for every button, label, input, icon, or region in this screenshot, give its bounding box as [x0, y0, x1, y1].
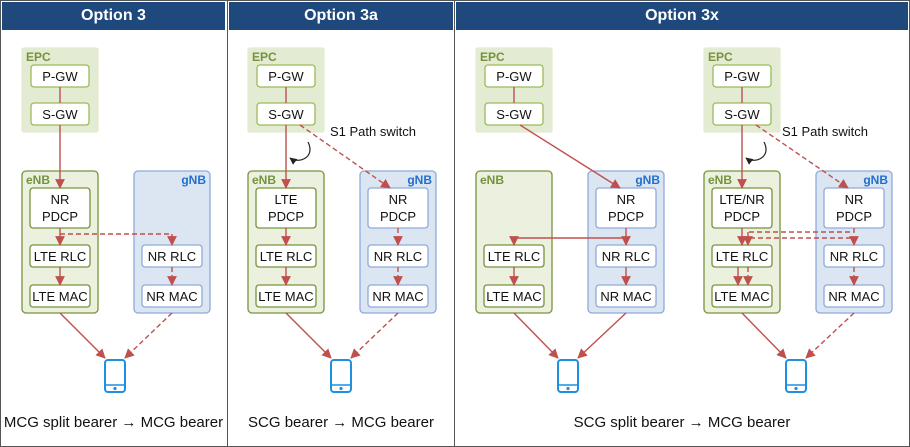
enb-label-p3a: eNB: [480, 173, 504, 187]
gnb-pdcp-line2-p3b: PDCP: [836, 209, 872, 224]
nr-rlc-label-p3a: NR RLC: [602, 249, 650, 264]
gnb-pdcp-line2-p2: PDCP: [380, 209, 416, 224]
panel-title-option-3x: Option 3x: [456, 2, 908, 30]
nr-mac-label-p1: NR MAC: [146, 289, 197, 304]
nr-mac-to-ue-p2: [350, 312, 399, 359]
enb-pdcp-line2-p2: PDCP: [268, 209, 304, 224]
lte-mac-label-p3a: LTE MAC: [486, 289, 541, 304]
lte-mac-to-ue-p3a: [513, 312, 559, 359]
gnb-pdcp-line1-p2: NR: [389, 192, 408, 207]
sgw-label-p3a: S-GW: [496, 107, 532, 122]
sgw-label-p2: S-GW: [268, 107, 304, 122]
path-switch-curve-p2: [289, 141, 311, 165]
panel-caption-option-3: MCG split bearer → MCG bearer: [3, 413, 224, 431]
lte-mac-to-ue-p1: [59, 312, 106, 359]
enb-pdcp-line1-p1: NR: [51, 192, 70, 207]
pgw-label-p1: P-GW: [42, 69, 78, 84]
enb-label-p3b: eNB: [708, 173, 732, 187]
nr-mac-label-p3a: NR MAC: [600, 289, 651, 304]
lte-mac-label-p1: LTE MAC: [32, 289, 87, 304]
gnb-pdcp-line1-p3b: NR: [845, 192, 864, 207]
epc-label-p3b: EPC: [708, 50, 733, 64]
nr-rlc-label-p3b: NR RLC: [830, 249, 878, 264]
gnb-pdcp-line2-p3a: PDCP: [608, 209, 644, 224]
gnb-pdcp-line1-p3a: NR: [617, 192, 636, 207]
panel-title-option-3a: Option 3a: [229, 2, 453, 30]
panel-title-option-3: Option 3: [2, 2, 225, 30]
sgw-to-nr-pdcp-p3b: [755, 124, 849, 189]
sgw-to-nr-pdcp-p2: [299, 124, 391, 189]
enb-pdcp-line1-p3b: LTE/NR: [719, 192, 764, 207]
gnb-label-p3b: gNB: [863, 173, 888, 187]
s1-path-switch-label-p3b: S1 Path switch: [782, 124, 868, 139]
sgw-label-p1: S-GW: [42, 107, 78, 122]
nr-mac-to-ue-p1: [124, 312, 173, 359]
lte-mac-label-p2: LTE MAC: [258, 289, 313, 304]
lte-rlc-label-p2: LTE RLC: [260, 249, 313, 264]
lte-rlc-label-p3b: LTE RLC: [716, 249, 769, 264]
nr-mac-label-p2: NR MAC: [372, 289, 423, 304]
path-switch-curve-p3b: [745, 141, 767, 165]
epc-label-p3a: EPC: [480, 50, 505, 64]
nr-pdcp-split-p3b: [748, 228, 855, 233]
panel-caption-option-3a: SCG bearer → MCG bearer: [248, 413, 434, 431]
epc-label-p2: EPC: [252, 50, 277, 64]
nr-mac-to-ue-p3b: [805, 312, 855, 359]
enb-label-p1: eNB: [26, 173, 50, 187]
pgw-label-p3b: P-GW: [724, 69, 760, 84]
gnb-label-p3a: gNB: [635, 173, 660, 187]
pgw-label-p3a: P-GW: [496, 69, 532, 84]
nr-rlc-label-p2: NR RLC: [374, 249, 422, 264]
enb-pdcp-line1-p2: LTE: [275, 192, 298, 207]
epc-label-p1: EPC: [26, 50, 51, 64]
lte-mac-to-ue-p3b: [741, 312, 787, 359]
lte-rlc-label-p1: LTE RLC: [34, 249, 87, 264]
s1-path-switch-label-p2: S1 Path switch: [330, 124, 416, 139]
panel-caption-option-3x: SCG split bearer → MCG bearer: [573, 413, 791, 431]
gnb-label-p1: gNB: [181, 173, 206, 187]
pgw-label-p2: P-GW: [268, 69, 304, 84]
gnb-label-p2: gNB: [407, 173, 432, 187]
sgw-to-nr-pdcp-p3a: [519, 124, 621, 189]
nr-mac-label-p3b: NR MAC: [828, 289, 879, 304]
nr-rlc-label-p1: NR RLC: [148, 249, 196, 264]
lte-mac-to-ue-p2: [285, 312, 332, 359]
enb-label-p2: eNB: [252, 173, 276, 187]
enb-pdcp-line2-p3b: PDCP: [724, 209, 760, 224]
lte-mac-label-p3b: LTE MAC: [714, 289, 769, 304]
ue-phone-icon-p2: [330, 359, 352, 393]
lte-rlc-label-p3a: LTE RLC: [488, 249, 541, 264]
enb-pdcp-line2-p1: PDCP: [42, 209, 78, 224]
ue-phone-icon-p1: [104, 359, 126, 393]
sgw-label-p3b: S-GW: [724, 107, 760, 122]
nr-mac-to-ue-p3a: [577, 312, 627, 359]
ue-phone-icon-p3b: [785, 359, 807, 393]
ue-phone-icon-p3a: [557, 359, 579, 393]
